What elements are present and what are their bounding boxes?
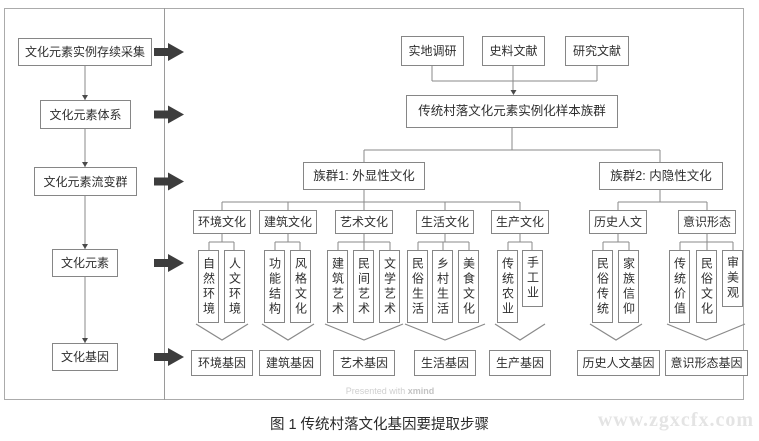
child-folk-art: 民间艺术 [353, 250, 374, 323]
child-functional-structure: 功能结构 [264, 250, 285, 323]
left-step-gene: 文化基因 [52, 343, 118, 371]
category-life-culture: 生活文化 [416, 210, 474, 234]
column-divider [164, 8, 165, 400]
child-literary-art: 文学艺术 [379, 250, 400, 323]
child-traditional-values: 传统价值 [669, 250, 690, 323]
category-art-culture: 艺术文化 [335, 210, 393, 234]
left-step-element: 文化元素 [52, 249, 118, 277]
child-style-culture: 风格文化 [290, 250, 311, 323]
child-folk-tradition: 民俗传统 [592, 250, 613, 323]
flow-arrow-icon [154, 105, 184, 124]
child-aesthetics: 审美观 [722, 250, 743, 307]
category-production-culture: 生产文化 [491, 210, 549, 234]
category-history-humanities: 历史人文 [589, 210, 647, 234]
flow-arrow-icon [154, 172, 184, 191]
child-handicraft: 手工业 [522, 250, 543, 307]
category-ideology: 意识形态 [678, 210, 736, 234]
category-environment-culture: 环境文化 [193, 210, 251, 234]
left-step-evolution-group: 文化元素流变群 [34, 167, 137, 196]
figure-caption: 图 1 传统村落文化基因要提取步骤 [269, 417, 490, 433]
source-field-research: 实地调研 [401, 36, 464, 66]
child-traditional-agriculture: 传统农业 [497, 250, 518, 323]
chevron-down-icon [195, 323, 746, 341]
source-research-literature: 研究文献 [565, 36, 629, 66]
child-food-culture: 美食文化 [458, 250, 479, 323]
child-village-life: 乡村生活 [432, 250, 453, 323]
child-family-belief: 家族信仰 [618, 250, 639, 323]
flow-arrow-icon [154, 254, 184, 272]
cluster-1-explicit-culture: 族群1: 外显性文化 [303, 162, 425, 190]
flow-arrow-icon [154, 43, 184, 61]
site-watermark: www.zgxcfx.com [597, 409, 754, 431]
cluster-2-implicit-culture: 族群2: 内隐性文化 [599, 162, 723, 190]
gene-environment: 环境基因 [191, 350, 253, 376]
gene-architecture: 建筑基因 [259, 350, 321, 376]
gene-ideology: 意识形态基因 [665, 350, 748, 376]
child-folk-life: 民俗生活 [407, 250, 428, 323]
category-architecture-culture: 建筑文化 [259, 210, 317, 234]
small-arrowhead-icon [82, 90, 517, 343]
xmind-watermark: Presented with xmind [300, 386, 480, 396]
child-folk-culture: 民俗文化 [696, 250, 717, 323]
child-natural-environment: 自然环境 [198, 250, 219, 323]
left-step-system: 文化元素体系 [40, 100, 131, 129]
xmind-watermark-prefix: Presented with [345, 386, 408, 396]
root-sample-cluster: 传统村落文化元素实例化样本族群 [406, 95, 618, 128]
gene-life: 生活基因 [414, 350, 476, 376]
source-historical-literature: 史料文献 [482, 36, 545, 66]
diagram-frame [4, 8, 744, 400]
gene-art: 艺术基因 [333, 350, 395, 376]
gene-history-humanities: 历史人文基因 [577, 350, 660, 376]
left-step-collect: 文化元素实例存续采集 [18, 38, 152, 66]
flow-arrow-icon [154, 348, 184, 366]
child-human-environment: 人文环境 [224, 250, 245, 323]
tree-lines [208, 66, 734, 250]
gene-production: 生产基因 [489, 350, 551, 376]
child-architectural-art: 建筑艺术 [327, 250, 348, 323]
xmind-watermark-name: xmind [407, 386, 435, 396]
